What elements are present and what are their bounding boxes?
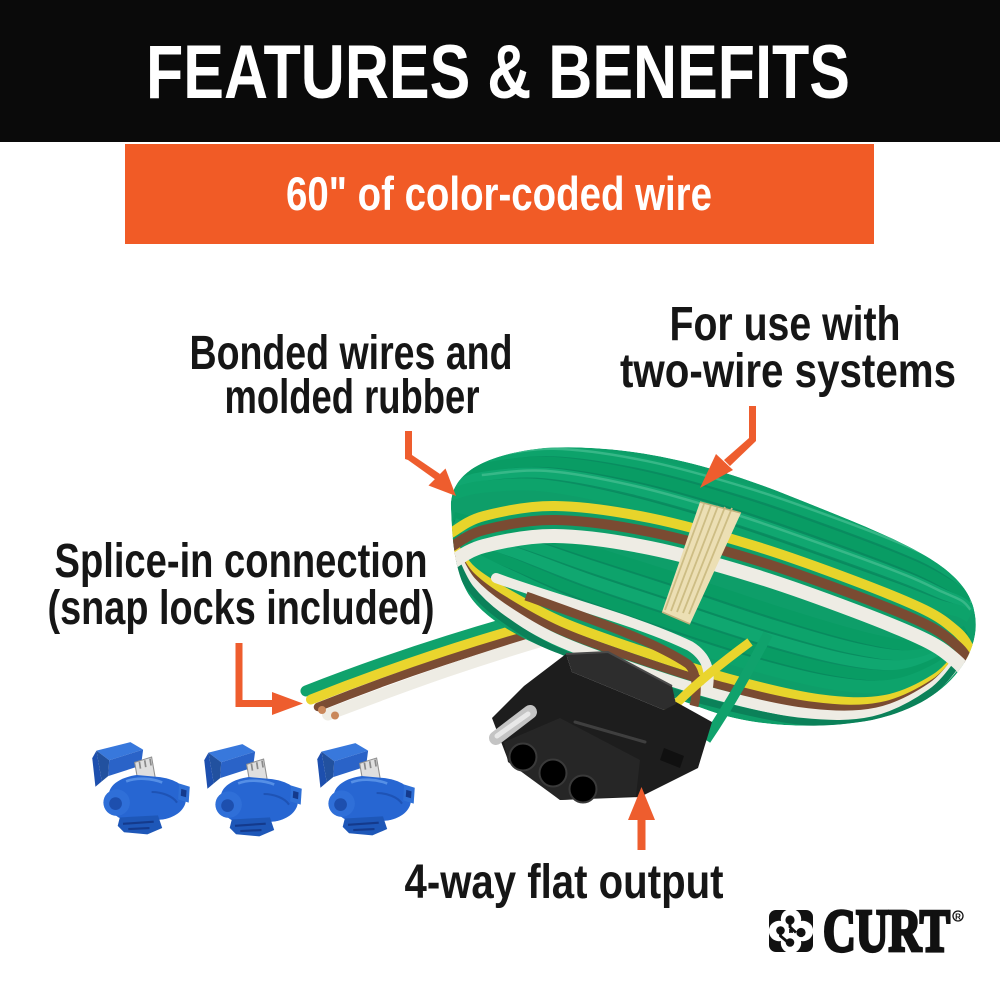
svg-text:(snap locks included): (snap locks included) [48, 582, 435, 635]
svg-text:60" of color-coded wire: 60" of color-coded wire [286, 167, 712, 220]
svg-text:4-way flat output: 4-way flat output [405, 856, 724, 909]
svg-text:FEATURES & BENEFITS: FEATURES & BENEFITS [146, 30, 850, 115]
svg-text:molded rubber: molded rubber [225, 371, 480, 424]
svg-text:Splice-in connection: Splice-in connection [55, 535, 428, 588]
svg-text:Bonded wires and: Bonded wires and [190, 327, 513, 380]
svg-text:two-wire systems: two-wire systems [620, 345, 956, 398]
svg-text:For use with: For use with [670, 298, 901, 351]
svg-text:R: R [955, 913, 961, 922]
svg-text:CURT: CURT [823, 898, 950, 964]
